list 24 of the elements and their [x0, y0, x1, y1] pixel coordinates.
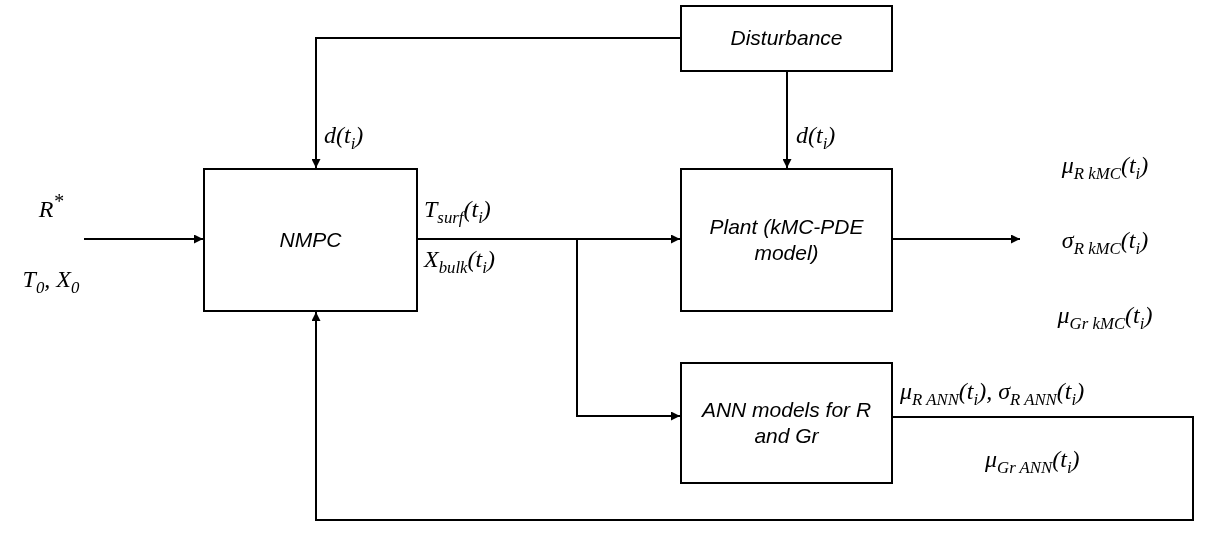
arrow — [311, 311, 1194, 521]
signal-label: T$_{0}$, X$_{0}$ — [22, 266, 80, 298]
signal-label: X$_{bulk}$(t$_{i}$) — [424, 246, 495, 278]
signal-label: μ$_{R kMC}$(t$_{i}$) — [1061, 152, 1149, 184]
block-label: NMPC — [278, 226, 343, 253]
block-box — [203, 168, 418, 312]
edge-label: d(t$_{i}$) — [324, 122, 364, 154]
block-label: Disturbance — [729, 25, 844, 52]
block-box — [680, 168, 893, 312]
block-box — [680, 362, 893, 484]
signal-label: T$_{surf}$(t$_{i}$) — [424, 196, 491, 228]
arrow — [311, 37, 681, 169]
signal-label: μ$_{Gr kMC}$(t$_{i}$) — [1057, 302, 1153, 334]
block-box — [680, 5, 893, 72]
edge-label: d(t$_{i}$) — [796, 122, 836, 154]
signal-label: μ$_{Gr ANN}$(t$_{i}$) — [985, 446, 1080, 478]
signal-label: μ$_{R ANN}$(t$_{i}$), σ$_{R ANN}$(t$_{i}$) — [900, 378, 1085, 410]
signal-label: σ$_{R kMC}$(t$_{i}$) — [1061, 227, 1149, 259]
arrow — [83, 234, 204, 244]
arrow — [892, 234, 1021, 244]
block-label: Plant (kMC-PDE model) — [708, 213, 865, 266]
block-label: ANN models for R and Gr — [700, 396, 873, 449]
arrow — [782, 71, 792, 169]
signal-label: R$^{*}$ — [38, 190, 64, 223]
